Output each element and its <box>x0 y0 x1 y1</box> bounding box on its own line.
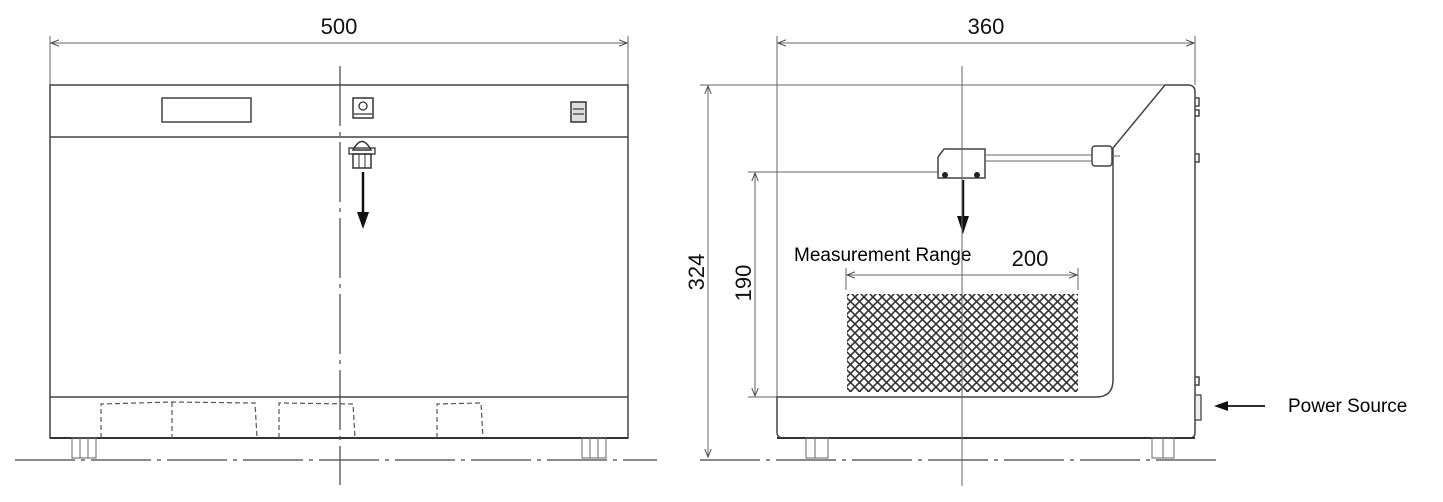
power-switch-icon <box>570 101 587 123</box>
rear-panel-connectors <box>1194 97 1202 421</box>
side-rear-leg <box>805 437 829 459</box>
side-view: 360 324 190 Measurement Range 200 <box>684 14 1407 486</box>
height-dimension-label: 324 <box>684 254 709 291</box>
measurement-width-label: 200 <box>1012 246 1049 271</box>
sensor-head <box>937 145 1120 179</box>
measurement-direction-arrow <box>357 172 369 229</box>
front-view: 500 <box>15 14 657 485</box>
front-right-leg <box>581 437 607 459</box>
sensor-head-icon <box>348 140 376 169</box>
side-front-leg <box>1151 437 1175 459</box>
instrument-body <box>49 84 629 439</box>
depth-dimension-label: 360 <box>968 14 1005 39</box>
sensor-indicator-icon <box>352 97 374 119</box>
display-window <box>161 97 252 123</box>
power-source-arrow-icon <box>1214 401 1265 411</box>
measurement-height-label: 190 <box>731 265 756 302</box>
front-left-leg <box>71 437 97 459</box>
width-dimension-label: 500 <box>321 14 358 39</box>
hidden-tray-outline <box>100 401 484 439</box>
measurement-range-label: Measurement Range <box>794 245 971 266</box>
power-source-label: Power Source <box>1288 396 1407 417</box>
measurement-direction-arrow <box>957 180 969 234</box>
